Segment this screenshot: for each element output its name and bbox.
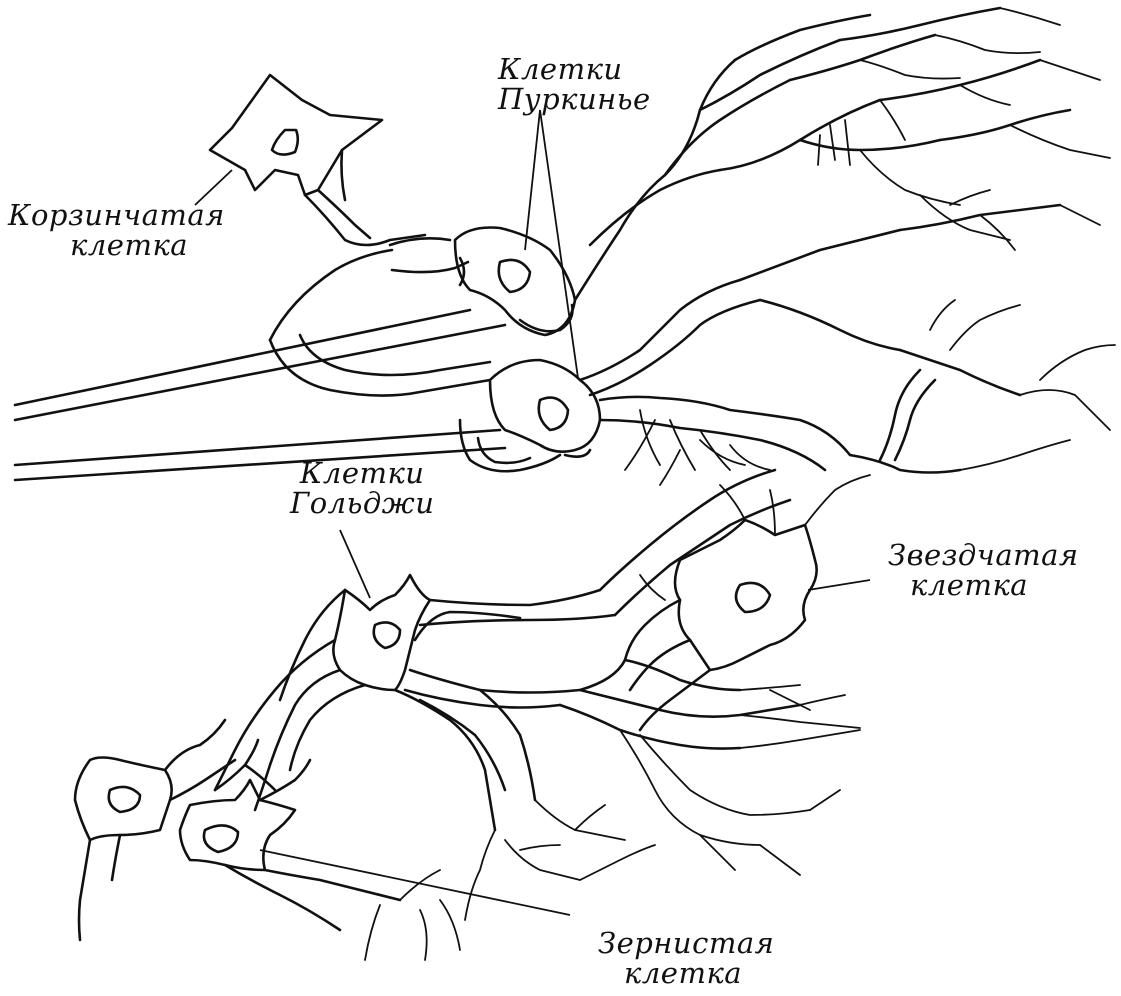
purkinje-label-line2: Пуркинье bbox=[498, 84, 651, 114]
stellate-label-line2: клетка bbox=[888, 570, 1079, 600]
basket-label-line1: Корзинчатая bbox=[8, 200, 225, 230]
stellate-label: Звездчатая клетка bbox=[888, 540, 1079, 600]
stellate-leader bbox=[808, 580, 870, 590]
stellate-label-line1: Звездчатая bbox=[888, 540, 1079, 570]
basket-cell bbox=[210, 75, 425, 245]
climbing-fibres bbox=[620, 685, 860, 875]
golgi-label-line2: Гольджи bbox=[290, 488, 434, 518]
basket-label: Корзинчатая клетка bbox=[8, 200, 225, 260]
granule-label: Зернистая клетка bbox=[598, 928, 774, 988]
purkinje-label-line1: Клетки bbox=[498, 54, 651, 84]
granule-cell bbox=[75, 720, 655, 960]
basket-label-line2: клетка bbox=[8, 230, 225, 260]
stellate-cell bbox=[625, 475, 870, 730]
golgi-label-line1: Клетки bbox=[290, 458, 434, 488]
golgi-leader bbox=[340, 530, 370, 598]
granule-label-line1: Зернистая bbox=[598, 928, 774, 958]
purkinje-leader bbox=[525, 110, 578, 378]
golgi-label: Клетки Гольджи bbox=[290, 458, 434, 518]
granule-label-line2: клетка bbox=[598, 958, 774, 988]
purkinje-label: Клетки Пуркинье bbox=[498, 54, 651, 114]
golgi-cell bbox=[215, 470, 800, 830]
